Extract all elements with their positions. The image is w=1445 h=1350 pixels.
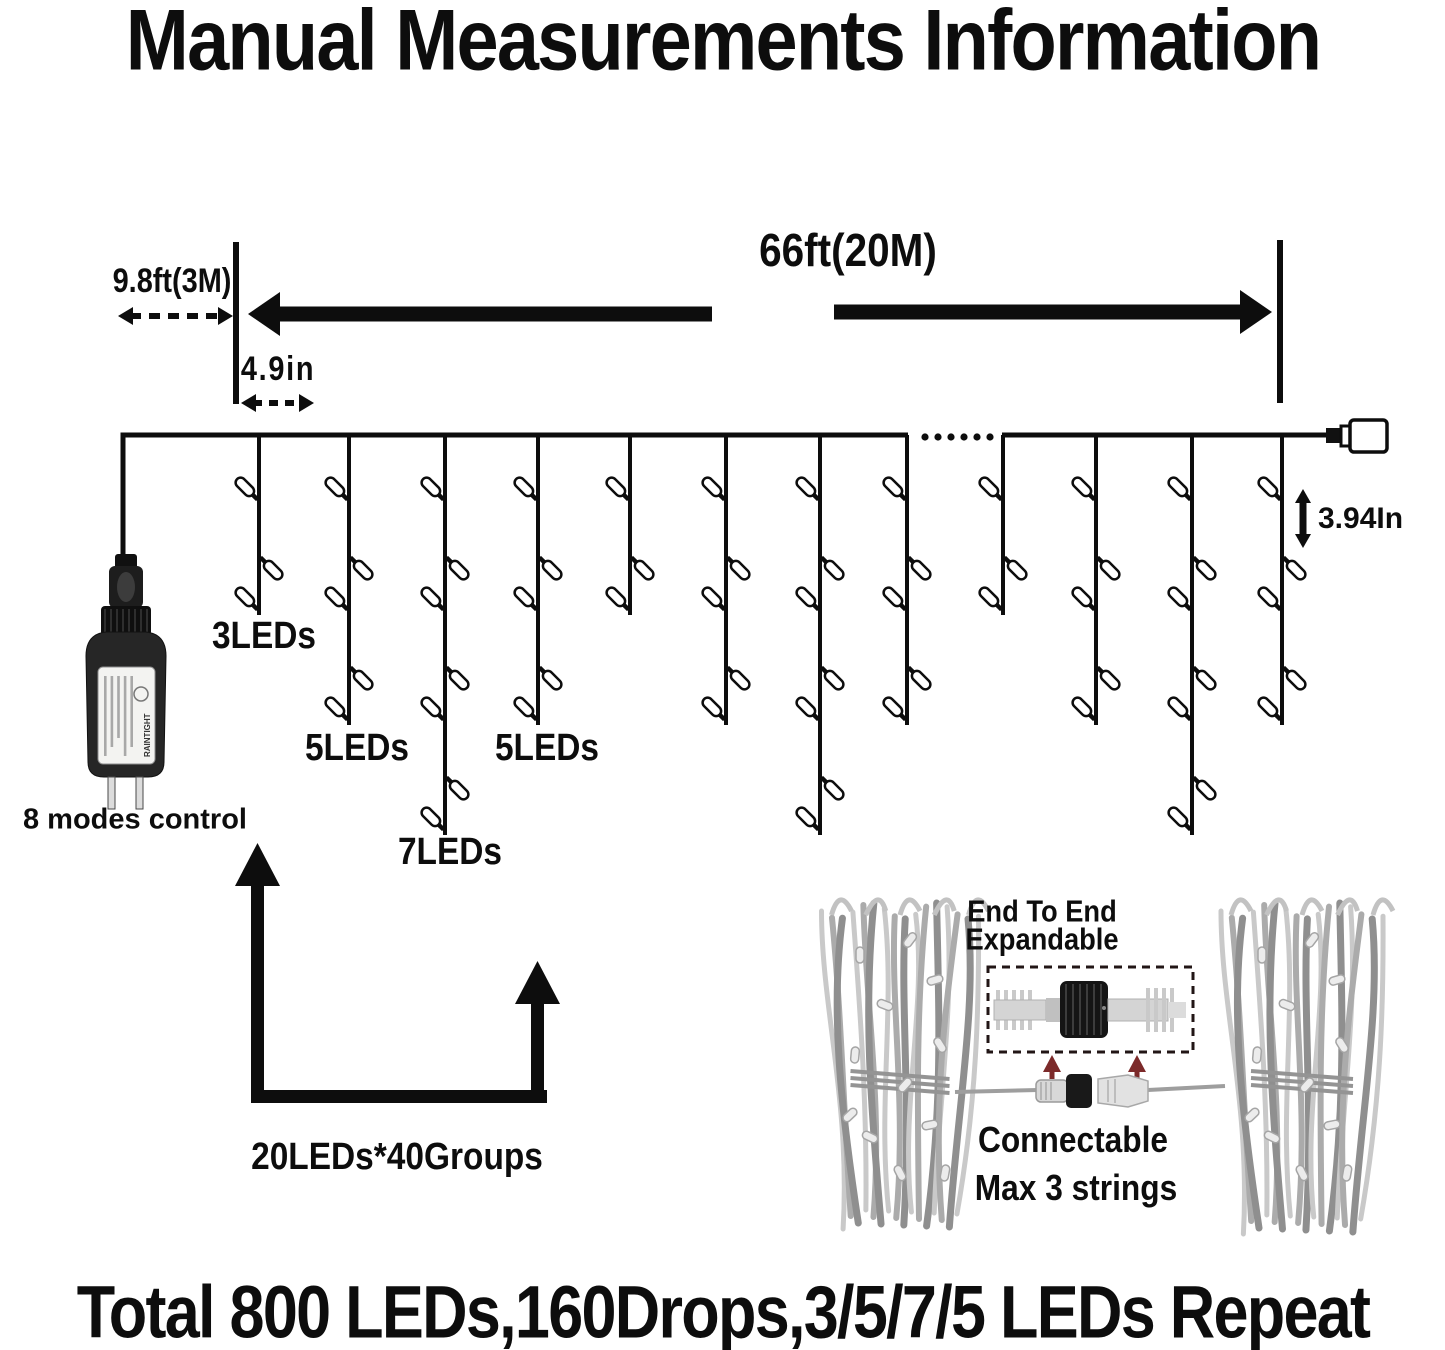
adapter-caption: 8 modes control <box>23 803 247 836</box>
connectable-label-line1: Connectable <box>977 1119 1169 1160</box>
drop-5leds-b-label: 5LEDs <box>494 727 600 769</box>
lead-length-label: 9.8ft(3M) <box>112 262 232 300</box>
drop-3leds-label: 3LEDs <box>211 615 317 657</box>
page-title: Manual Measurements Information <box>125 0 1321 89</box>
drop-7leds-label: 7LEDs <box>397 831 503 873</box>
connectable-label-line2: Max 3 strings <box>974 1167 1178 1208</box>
svg-text:RAINTIGHT: RAINTIGHT <box>143 713 152 757</box>
drop-spacing-label: 4.9in <box>240 350 316 388</box>
drop-5leds-a-label: 5LEDs <box>304 727 410 769</box>
total-length-label: 66ft(20M) <box>759 224 937 276</box>
led-spacing-label: 3.94In <box>1318 502 1404 535</box>
total-leds-summary: Total 800 LEDs,160Drops,3/5/7/5 LEDs Rep… <box>76 1270 1370 1350</box>
group-count-label: 20LEDs*40Groups <box>251 1136 543 1178</box>
end-to-end-label-line1: End To End <box>967 893 1117 929</box>
end-to-end-label-line2: Expandable <box>965 921 1119 957</box>
